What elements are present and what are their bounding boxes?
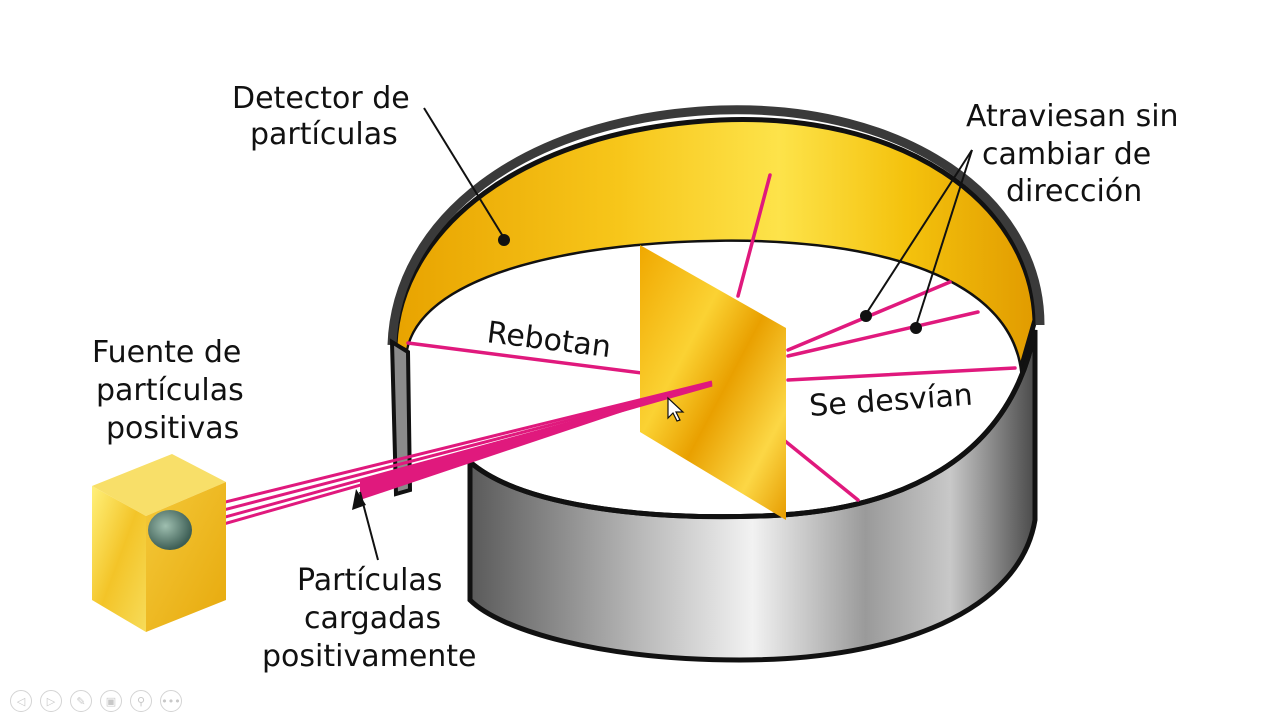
beam-ray — [184, 381, 713, 522]
particles-arrowhead — [352, 489, 366, 510]
next-icon[interactable]: ▷ — [40, 690, 62, 712]
detector-label-line1: Detector de — [232, 81, 410, 116]
particle-source — [92, 454, 226, 632]
detector-left-end — [389, 338, 413, 497]
cube-front — [92, 486, 146, 632]
incoming-beam — [184, 380, 713, 537]
path-deflect — [786, 366, 1017, 382]
slideshow-toolbar: ◁ ▷ ✎ ▣ ⚲ ••• — [10, 690, 182, 712]
source-ball — [148, 510, 192, 550]
detector-front-top-edge — [468, 329, 1038, 520]
mouse-cursor-icon — [667, 396, 685, 422]
particles-label-line3: positivamente — [262, 639, 477, 674]
source-label-line2: partículas — [96, 373, 244, 408]
through-label-line2: cambiar de — [982, 137, 1151, 172]
through-label-line3: dirección — [1006, 174, 1142, 209]
through-dot-1 — [860, 310, 872, 322]
path-up — [736, 173, 772, 298]
gold-foil — [640, 245, 786, 520]
detector-leader — [423, 107, 505, 239]
zoom-icon[interactable]: ⚲ — [130, 690, 152, 712]
detector-rim — [387, 105, 1045, 346]
pen-icon[interactable]: ✎ — [70, 690, 92, 712]
source-label-line1: Fuente de — [92, 335, 241, 370]
beam-ray — [184, 380, 713, 514]
slides-icon[interactable]: ▣ — [100, 690, 122, 712]
more-icon[interactable]: ••• — [160, 690, 182, 712]
particles-label-line1: Partículas — [297, 563, 442, 598]
detector-ring — [387, 105, 1045, 663]
through-dot-2 — [910, 322, 922, 334]
through-label-line1: Atraviesan sin — [966, 99, 1179, 134]
through-leader-1 — [865, 149, 973, 315]
source-label-line3: positivas — [106, 411, 239, 446]
particles-label-line2: cargadas — [304, 601, 441, 636]
path-through-2 — [786, 310, 980, 358]
prev-icon[interactable]: ◁ — [10, 690, 32, 712]
labels: Detector de partículas Fuente de partícu… — [92, 81, 1179, 674]
through-leader-2 — [915, 149, 973, 327]
cube-top — [92, 454, 226, 516]
detector-dot — [498, 234, 510, 246]
detector-label-line2: partículas — [250, 117, 398, 152]
beam-core — [360, 382, 712, 500]
